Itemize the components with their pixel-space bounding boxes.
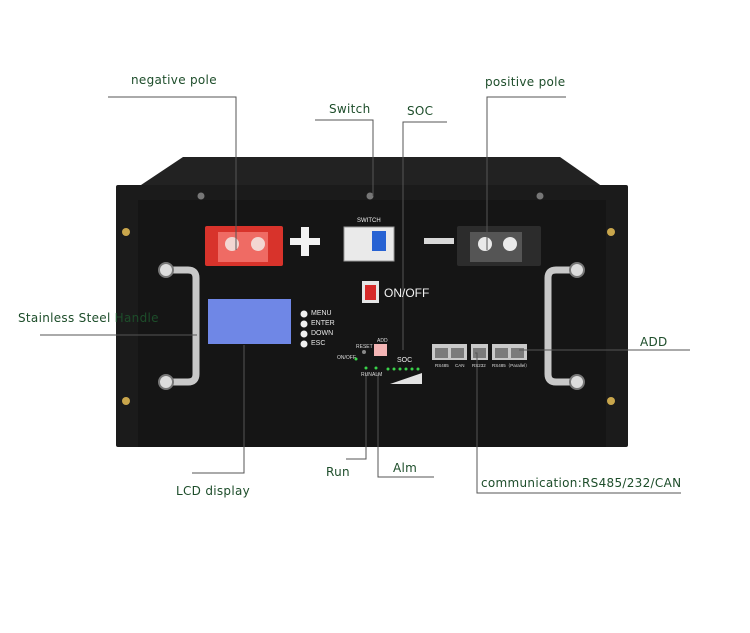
mount-screw	[607, 228, 615, 236]
lcd-screen	[208, 299, 291, 344]
screw	[366, 192, 374, 200]
positive-terminal	[457, 226, 541, 266]
enter-label: ENTER	[311, 320, 335, 327]
callout-lines	[40, 96, 690, 494]
label-lcd-display: LCD display	[176, 484, 251, 498]
mount-screw	[122, 228, 130, 236]
soc-small-label: SOC	[397, 357, 413, 364]
label-add: ADD	[640, 335, 668, 349]
port-label-rs232: RS232	[472, 363, 486, 368]
onoff-small-label: ON/OFF	[337, 355, 356, 361]
enter-button	[300, 320, 308, 328]
alm-led	[374, 366, 378, 370]
minus-sign	[424, 238, 454, 244]
soc-wedge	[390, 373, 422, 384]
label-run: Run	[326, 465, 350, 479]
communication-ports	[432, 344, 527, 360]
onoff-led	[354, 357, 358, 361]
label-negative-pole: negative pole	[131, 73, 217, 87]
menu-button	[300, 310, 308, 318]
battery-top-lid	[138, 157, 603, 187]
label-positive-pole: positive pole	[485, 75, 566, 89]
mount-screw	[122, 397, 130, 405]
onoff-rocker	[362, 281, 379, 303]
reset-label: RESET	[356, 344, 373, 350]
add-dip-switch	[374, 344, 387, 356]
plus-sign	[290, 227, 320, 256]
port-label-rs485-parallel: RS485（Parallel）	[492, 363, 530, 368]
reset-button	[362, 350, 366, 354]
esc-button	[300, 340, 308, 348]
soc-leds	[386, 367, 420, 371]
down-label: DOWN	[311, 330, 334, 337]
onoff-text: ON/OFF	[384, 286, 430, 300]
down-button	[300, 330, 308, 338]
screw	[197, 192, 205, 200]
add-small-label: ADD	[377, 338, 388, 344]
negative-terminal	[205, 226, 283, 266]
menu-label: MENU	[311, 310, 332, 317]
label-communication: communication:RS485/232/CAN	[481, 476, 682, 490]
right-handle	[544, 262, 585, 390]
alm-small-label: ALM	[372, 372, 383, 378]
port-label-rs485: RS485	[435, 363, 449, 368]
label-stainless-handle: Stainless Steel Handle	[18, 311, 159, 325]
screw	[536, 192, 544, 200]
run-small-label: RUN	[361, 372, 372, 378]
label-soc: SOC	[407, 104, 434, 118]
label-alm: Alm	[393, 461, 418, 475]
mount-screw	[607, 397, 615, 405]
switch-text: SWITCH	[357, 218, 381, 224]
run-led	[364, 366, 368, 370]
switch-breaker	[343, 226, 395, 262]
left-handle	[158, 262, 200, 390]
port-label-can: CAN	[455, 363, 465, 368]
label-switch: Switch	[329, 102, 371, 116]
esc-label: ESC	[311, 340, 326, 347]
